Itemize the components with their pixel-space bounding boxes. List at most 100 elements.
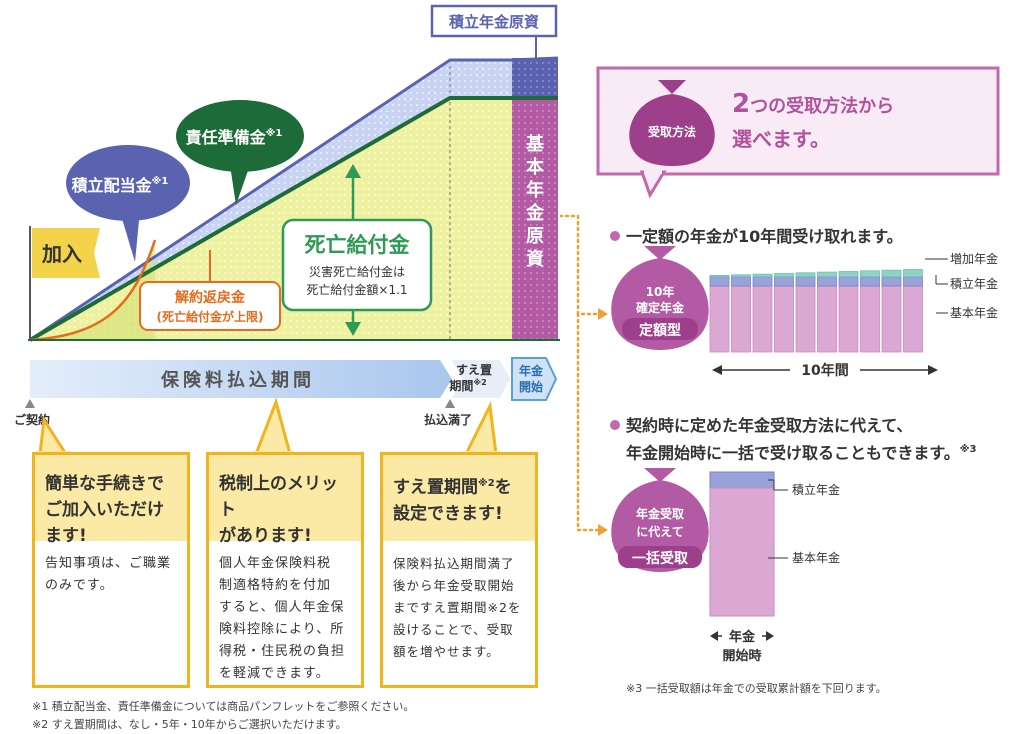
lump-bag-line1: 年金受取 [636,506,684,521]
basic-fund-label-char: 年 [526,179,544,201]
refund-box [139,281,281,331]
bar-accum-2 [731,276,751,287]
refund-sub: (死亡給付金が上限) [157,309,264,324]
receive-panel: 受取方法 2つの受取方法から 選べます。 10年 確定年金 定額型 増加年金 積… [560,66,1000,664]
reserve-bubble [176,100,304,172]
payment-period-label: 保険料払込期間 [160,369,315,391]
payment-period-arrow [30,360,452,398]
card-easy-procedure: 簡単な手続きで ご加入いただけます! 告知事項は、ご職業 のみです。 [32,452,190,688]
bar-accum-3 [752,276,773,287]
footnote-3: ※3 一括受取額は年金での受取累計額を下回ります。 [626,682,887,695]
reserve-bubble-tail [230,165,250,205]
deferral-label-line2: 期間※2 [449,377,486,393]
card-title: 税制上のメリット があります! [209,455,361,546]
bar-basic-1 [709,285,730,353]
bar-basic-5 [795,285,816,353]
connector-fixed [560,214,602,316]
money-bag-icon [629,80,715,166]
card-body: 告知事項は、ご職業 のみです。 [45,556,172,593]
reserve-line [29,96,558,342]
lump-axis-line2: 開始時 [722,648,761,664]
death-arrow-up-head [345,164,361,178]
lump-bullet: 契約時に定めた年金受取方法に代えて、 年金開始時に一括で受け取ることもできます。… [610,414,976,465]
death-arrow-down-head [345,322,361,336]
bar-accum-6 [817,276,837,287]
bar-increase-6 [817,271,837,278]
basic-fund-label-char: 資 [526,249,544,270]
bar-accum-5 [795,276,816,287]
refund-label: 解約返戻金 [175,289,246,306]
lump-axis-line1: 年金 [729,629,756,645]
card-title: すえ置期間※2を 設定できます! [383,455,535,541]
contract-label: ご契約 [14,412,50,427]
bar-increase-2 [731,274,751,278]
bar-accum-7 [838,276,859,287]
fixed-annuity-bag-icon [611,246,709,350]
refund-area [30,240,155,340]
fixed-bag-line2: 確定年金 [636,300,685,315]
refund-line [29,239,157,342]
bullet-dot [610,420,620,430]
lump-basic-bar [709,487,775,617]
lump-label-basic: 基本年金 [792,550,840,565]
lump-bag-line3: 一括受取 [632,550,689,567]
fixed-bag-line1: 10年 [646,284,675,299]
bullet-dot [610,231,620,241]
paid-up-label: 払込満了 [424,412,472,427]
footnote-2: ※2 すえ置期間は、なし・5年・10年からご選択いただけます。 [32,718,347,731]
bar-basic-7 [838,285,859,353]
fixed-label-accum: 積立年金 [950,276,998,291]
bar-basic-10 [903,285,923,353]
card-body: 個人年金保険料税 制適格特約を付加 すると、個人年金保 険料控除により、所 得税… [219,556,346,681]
bar-basic-2 [731,285,751,353]
annuity-start-line1: 年金 [519,363,544,378]
contract-marker [25,399,35,408]
fixed-label-basic: 基本年金 [950,305,998,320]
lump-bag-line2: に代えて [636,524,683,539]
lump-sum-bag-icon [611,468,709,572]
basic-fund-column [512,98,558,340]
lump-accum-bar [709,471,775,489]
annuity-fund-label: 積立年金原資 [448,13,539,31]
annuity-start-arrow [511,357,558,401]
death-title: 死亡給付金 [305,233,411,257]
deferral-arrow [452,360,510,398]
bar-accum-10 [903,276,923,287]
dividend-bubble [66,145,190,221]
deferral-label-line1: すえ置 [456,363,492,377]
fixed-annuity-chart [709,269,923,353]
basic-fund-label-char: 金 [525,202,545,224]
headline-tail [639,170,667,199]
bar-accum-4 [774,276,794,287]
fixed-label-increase: 増加年金 [950,251,998,266]
card-body: 保険料払込期間満了 後から年金受取開始 まですえ置期間※2を 設けることで、受取… [393,556,522,659]
dividend-line [29,56,559,342]
join-flag [32,228,100,278]
bar-basic-6 [817,285,837,353]
basic-fund-label-char: 原 [526,226,544,247]
annuity-fund-box [430,4,558,38]
bar-increase-10 [903,269,923,278]
dividend-bubble-tail [120,210,140,262]
bar-accum-8 [860,276,880,287]
basic-fund-label-char: 基 [525,133,545,155]
basic-fund-label: 基本年金原資 [525,133,545,270]
accum-fund-column [512,58,558,98]
reserve-label: 責任準備金※1 [186,127,283,147]
bar-basic-4 [774,285,794,353]
bag-label: 受取方法 [648,124,696,139]
growth-graph: 積立配当金※1 責任準備金※1 加入 解約返戻金 (死亡給付金が上限) 死亡給付… [28,4,560,342]
timeline: 保険料払込期間 すえ置 期間※2 年金 開始 ご契約 払込満了 [14,357,558,427]
svg-text:基本年金原資: 基本年金原資 [525,133,545,270]
fixed-bullet: 一定額の年金が10年間受け取れます。 [610,223,903,247]
card-tax-benefit: 税制上のメリット があります! 個人年金保険料税 制適格特約を付加 すると、個人… [206,452,364,688]
card-deferral: すえ置期間※2を 設定できます! 保険料払込期間満了 後から年金受取開始 まです… [380,452,538,688]
death-benefit-box [281,218,433,312]
card-title: 簡単な手続きで ご加入いただけます! [35,455,187,546]
death-line2: 死亡給付金額×1.1 [306,282,407,297]
bar-basic-8 [860,285,880,353]
bar-basic-9 [881,285,902,353]
dividend-label: 積立配当金※1 [71,175,169,195]
annuity-start-line2: 開始 [519,379,543,394]
bar-increase-4 [774,273,794,278]
